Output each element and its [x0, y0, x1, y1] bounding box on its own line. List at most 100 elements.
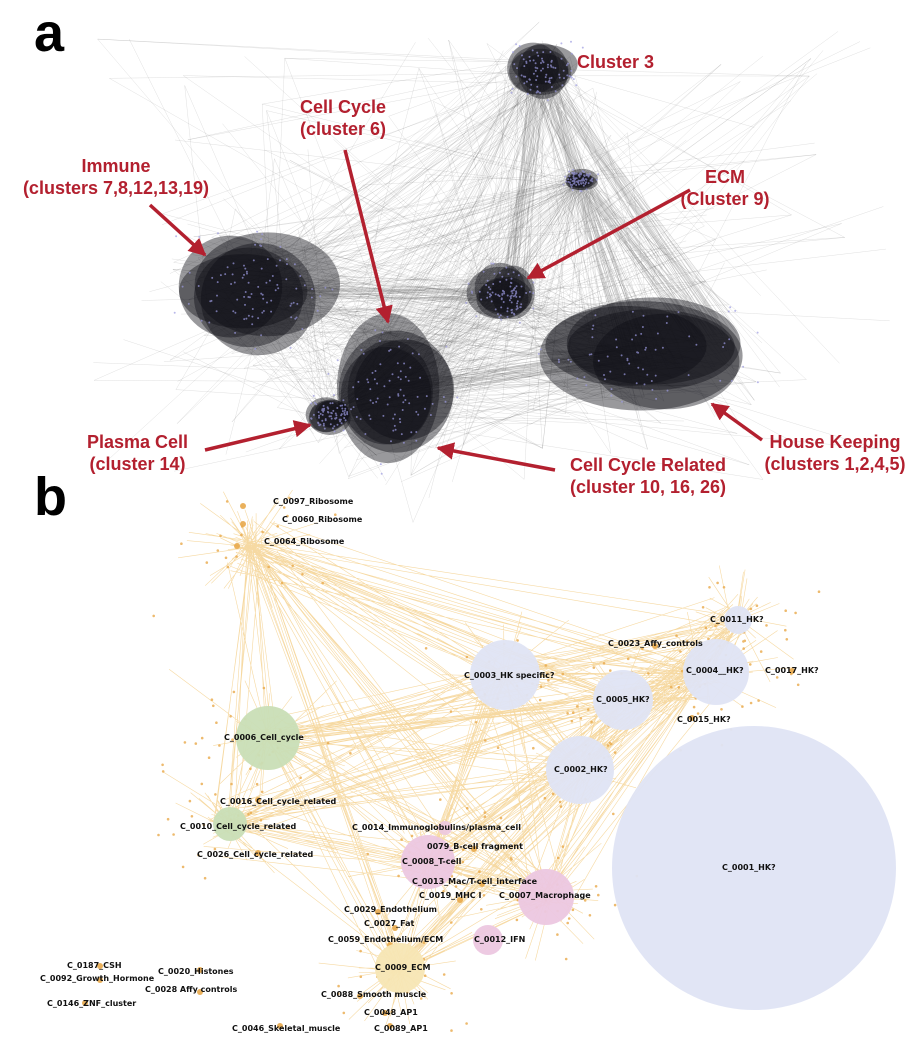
cluster-density [347, 340, 433, 445]
cluster-density [354, 339, 455, 441]
node-label-n46: C_0046_Skeletal_muscle [232, 1024, 341, 1033]
cluster-density [194, 232, 341, 337]
arrow-plasma-cell [204, 420, 312, 452]
node-label-n5: C_0005_HK? [596, 695, 650, 704]
label-line: Cluster 3 [577, 52, 655, 72]
label-line: Plasma Cell [86, 432, 189, 452]
panel-b-node-labels: C_0097_RibosomeC_0060_RibosomeC_0064_Rib… [40, 497, 819, 1033]
node-label-n6: C_0006_Cell_cycle [224, 733, 304, 742]
arrow-ecm [526, 188, 691, 280]
arrow-house-keeping [710, 402, 764, 442]
node-n89 [387, 1023, 393, 1029]
cluster-density [593, 313, 740, 410]
cluster-density [200, 243, 316, 356]
cluster-density [338, 330, 454, 453]
node-n29 [375, 909, 381, 915]
node-n15 [689, 715, 695, 721]
node-label-n26: C_0026_Cell_cycle_related [197, 850, 314, 859]
node-n14 [438, 821, 452, 835]
node-label-n8: C_0008_T-cell [402, 857, 462, 866]
node-n27 [392, 925, 398, 931]
node-n6 [236, 706, 300, 770]
node-n7 [518, 869, 574, 925]
node-label-n48: C_0048_AP1 [364, 1008, 418, 1017]
network-edges [93, 21, 890, 523]
panel-a-letter: a [34, 3, 65, 63]
node-label-n17: C_0017_HK? [765, 666, 819, 675]
node-n19 [457, 897, 463, 903]
node-n60 [240, 521, 246, 527]
panel-b-letter: b [34, 467, 67, 527]
panel-a-clusters [178, 42, 743, 464]
node-n97 [240, 503, 246, 509]
arrow-cell-cycle-related [436, 442, 556, 472]
node-label-n59: C_0059_Endothelium/ECM [328, 935, 443, 944]
node-n16 [255, 797, 261, 803]
node-label-n19: C_0019_MHC I [419, 891, 481, 900]
node-n20 [197, 967, 203, 973]
node-label-n1: C_0001_HK? [722, 863, 776, 872]
label-line: ECM [705, 167, 745, 187]
label-line: Immune [81, 156, 151, 176]
label-ecm: ECM (Cluster 9) [660, 167, 790, 210]
cluster-density [305, 397, 347, 433]
arrow-immune [148, 203, 207, 257]
node-n17 [789, 668, 795, 674]
node-label-n4: C_0004__HK? [686, 666, 744, 675]
node-label-n27: C_0027_Fat [364, 919, 415, 928]
label-plasma-cell: Plasma Cell (cluster 14) [70, 432, 205, 475]
label-line: Cell Cycle Related [569, 455, 727, 475]
cluster-density [178, 235, 283, 338]
node-label-n10: C_0010_Cell_cycle_related [180, 822, 297, 831]
cluster-density [466, 266, 533, 319]
node-n13 [479, 881, 485, 887]
node-n64 [234, 543, 240, 549]
node-n46 [277, 1023, 283, 1029]
node-n146 [82, 1000, 88, 1006]
cluster-density [340, 346, 432, 445]
label-cell-cycle: Cell Cycle (cluster 6) [278, 97, 408, 140]
label-cell-cycle-related: Cell Cycle Related (cluster 10, 16, 26) [548, 455, 748, 498]
arrow-cell-cycle [343, 149, 393, 324]
node-n88 [357, 993, 363, 999]
label-line: (cluster 14) [89, 453, 186, 474]
label-line: House Keeping [769, 432, 901, 452]
panel-b-nodes [82, 503, 896, 1029]
cluster-density [567, 309, 735, 385]
node-label-n15: C_0015_HK? [677, 715, 731, 724]
cluster-density [179, 254, 308, 329]
cluster-density [474, 262, 525, 313]
node-n8 [401, 835, 455, 889]
node-label-n14: C_0014_Immunoglobulins/plasma_cell [352, 823, 521, 832]
cluster-density [308, 400, 351, 435]
panel-a-arrows [148, 149, 764, 472]
node-label-n64: C_0064_Ribosome [264, 537, 345, 546]
node-label-n3: C_0003_HK specific? [464, 671, 555, 680]
cluster-density [511, 44, 578, 85]
node-label-n97: C_0097_Ribosome [273, 497, 354, 506]
cluster-density [309, 400, 343, 433]
node-n1 [612, 726, 896, 1010]
label-line: (clusters 7,8,12,13,19) [22, 177, 210, 198]
node-n23 [652, 643, 658, 649]
node-n79 [471, 846, 477, 852]
label-immune: Immune (clusters 7,8,12,13,19) [6, 156, 226, 199]
node-label-n12: C_0012_IFN [474, 935, 525, 944]
node-n26 [255, 850, 261, 856]
node-label-n7: C_0007_Macrophage [499, 891, 591, 900]
label-house-keeping: House Keeping (clusters 1,2,4,5) [752, 432, 918, 475]
cluster-density [316, 399, 350, 429]
node-n28 [197, 989, 203, 995]
cluster-density [539, 300, 743, 411]
node-n5 [593, 670, 653, 730]
node-label-n20: C_0020_Histones [158, 967, 234, 976]
cluster-density [566, 297, 741, 391]
node-n92 [97, 977, 103, 983]
label-cluster-3: Cluster 3 [577, 52, 654, 74]
node-n48 [382, 1010, 388, 1016]
node-label-n89: C_0089_AP1 [374, 1024, 428, 1033]
node-label-n23: C_0023_Affy_controls [608, 639, 703, 648]
node-label-n88: C_0088_Smooth muscle [321, 990, 427, 999]
